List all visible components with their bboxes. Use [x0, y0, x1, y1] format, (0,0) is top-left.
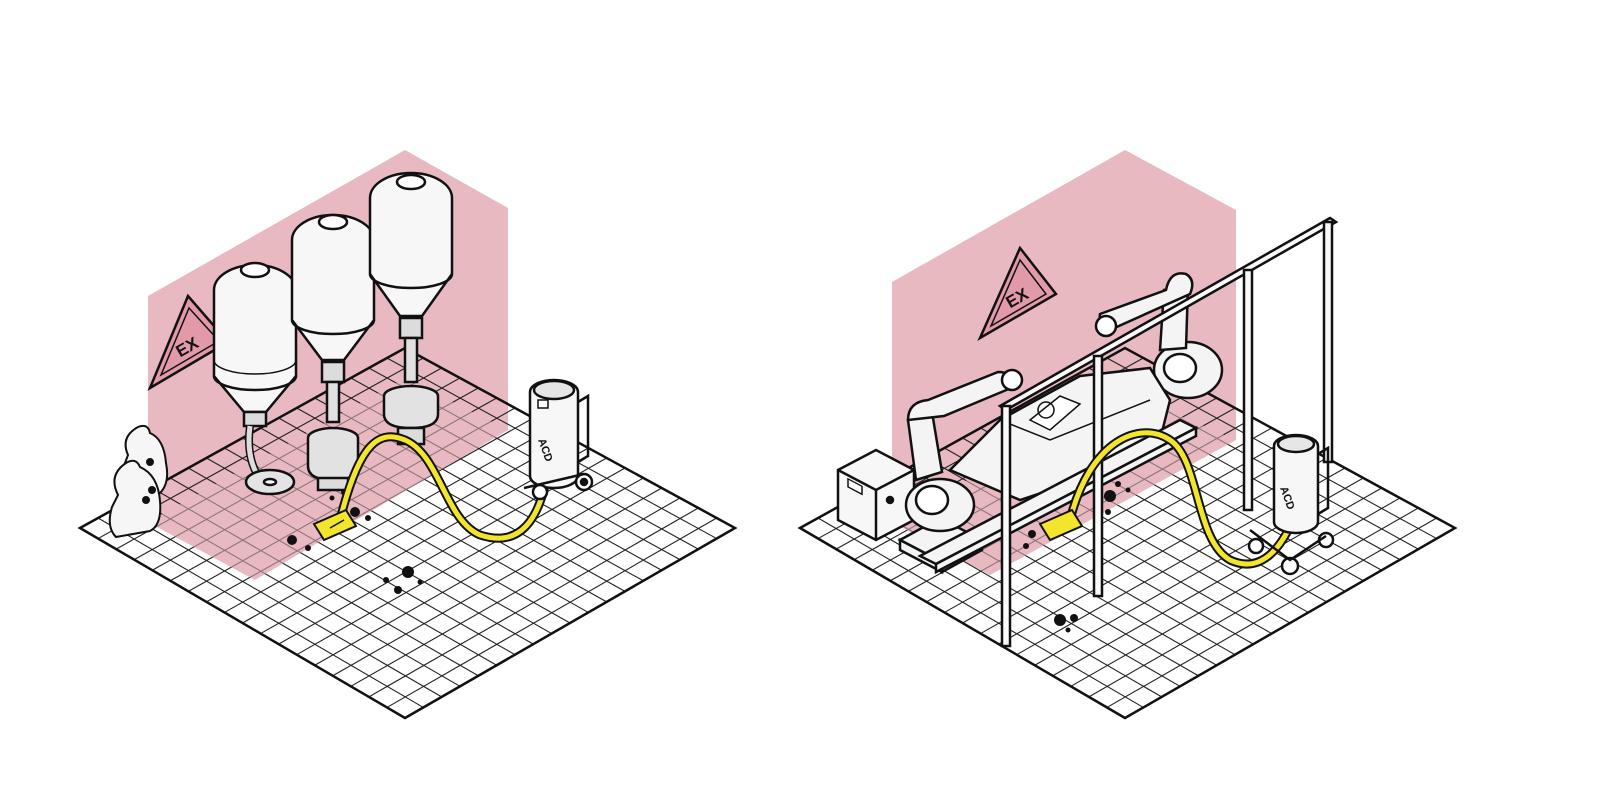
right-vacuum-hose [1038, 428, 1301, 569]
left-dust-particles [287, 489, 423, 594]
floor-grid-line [1070, 497, 1401, 687]
left-ex-sign: EX [147, 293, 230, 391]
floor-grid-line [1088, 507, 1419, 698]
right-dust-particles [1023, 481, 1131, 633]
floor-grid-line [332, 487, 662, 677]
portal-frame [997, 216, 1339, 648]
floor-grid-line [1106, 517, 1437, 708]
left-vacuum-cleaner: ACD [523, 378, 594, 501]
sack-icon [108, 424, 169, 539]
silo-2 [290, 213, 376, 492]
floor-grid-line [386, 517, 717, 708]
silo-3 [368, 171, 454, 446]
right-ex-sign: EX [977, 245, 1058, 342]
control-cabinet [836, 448, 916, 542]
right-scene: EX [797, 150, 1458, 720]
left-scene: EX [77, 150, 738, 720]
floor-grid-line [368, 507, 699, 698]
floor-grid-line [350, 497, 681, 687]
robot-arm-right [1094, 272, 1224, 400]
right-vacuum-cleaner: ACD [1247, 433, 1335, 576]
left-vacuum-hose [312, 432, 561, 543]
